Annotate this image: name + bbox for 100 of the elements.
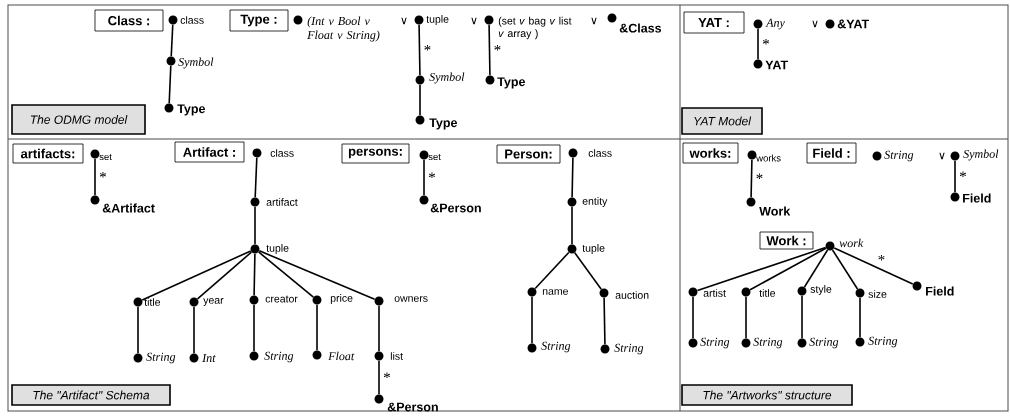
node-label: style [810, 285, 832, 295]
node-label: &Artifact [102, 203, 155, 213]
node-label: Symbol [963, 149, 999, 161]
connector-line [254, 156, 258, 199]
node-label: tuple [426, 15, 449, 25]
connector-line [168, 64, 172, 105]
node-label: work [839, 238, 864, 248]
edge-label: * [99, 172, 106, 178]
edge-label: * [878, 255, 885, 261]
node-label: set [99, 153, 112, 161]
connector-line [488, 23, 491, 77]
node-label: YAT [765, 60, 788, 70]
node-label: set [428, 153, 441, 161]
connector-line [803, 249, 829, 288]
connector-line [750, 158, 753, 199]
connector-line [692, 295, 694, 340]
caption-box: The "Artifact" Schema [11, 384, 171, 406]
connector-line [253, 303, 255, 353]
edge-label: * [959, 171, 966, 178]
connector-line [316, 303, 318, 352]
label-box: artifacts: [12, 143, 84, 164]
connector-line [531, 295, 533, 345]
connector-line [573, 252, 603, 290]
node-label: tuple [582, 244, 605, 254]
node-label: title [759, 289, 776, 297]
connector-line [745, 295, 747, 340]
label-box: Field : [806, 142, 857, 164]
edge-label: * [494, 45, 501, 51]
or-symbol: ∨ [939, 152, 945, 160]
node-label: list [390, 352, 403, 360]
node-label: (Int v Bool v Float v String) [307, 16, 380, 42]
label-box: Class : [94, 9, 164, 32]
label-box: Person: [496, 144, 561, 164]
node-label: Symbol [178, 57, 214, 69]
edge-label: * [424, 45, 431, 51]
connector-line [954, 159, 956, 194]
node-label: auction [615, 291, 649, 299]
node-label: works [756, 154, 781, 162]
connector-line [859, 296, 861, 339]
node-label: Field [926, 286, 954, 296]
connector-line [418, 23, 421, 77]
connector-line [94, 157, 96, 197]
node-label: String [614, 343, 644, 355]
connector-line [831, 249, 859, 290]
connector-line [254, 205, 256, 246]
node-label: &Class [619, 23, 662, 33]
node-label: &Person [430, 203, 481, 213]
node-label: Field [963, 193, 991, 203]
node-label: class [270, 149, 294, 157]
connector-line [603, 296, 606, 346]
connector-line [749, 247, 827, 291]
connector-line [253, 252, 256, 297]
node-label: String [884, 150, 914, 162]
node-label: title [144, 298, 161, 306]
label-box: Work : [759, 231, 814, 250]
node-label: Type [429, 118, 458, 130]
node-label: Work [759, 206, 791, 216]
node-label: &Person [387, 402, 438, 412]
node-label: name [542, 289, 568, 295]
edge-label: * [383, 372, 390, 379]
connector-line [378, 304, 380, 353]
node-label: Int [202, 354, 216, 362]
connector-line [196, 251, 253, 300]
node-label: Type [497, 77, 526, 89]
connector-line [141, 250, 252, 301]
edge-label: * [762, 39, 769, 45]
connector-line [833, 247, 914, 285]
edge-label: * [428, 172, 435, 179]
node-label: class [180, 16, 204, 24]
node-label: String [541, 341, 571, 353]
or-symbol: ∨ [591, 17, 597, 25]
node-label: (set v bag v list v array ) [498, 16, 572, 40]
connector-line [258, 250, 376, 300]
label-box: Artifact : [174, 141, 245, 163]
node-label: size [868, 290, 887, 298]
node-label: Any [765, 18, 785, 30]
caption-box: YAT Model [681, 107, 763, 135]
connector-line [419, 83, 421, 117]
connector-line [571, 205, 573, 246]
label-box: persons: [341, 143, 410, 164]
label-box: YAT : [683, 11, 745, 34]
node-label: &YAT [837, 19, 869, 29]
node-label: String [868, 336, 898, 348]
node-label: String [146, 352, 176, 364]
node-label: Float [328, 351, 355, 361]
connector-line [757, 27, 759, 61]
node-label: Symbol [429, 72, 465, 84]
node-label: tuple [266, 244, 289, 254]
connector-line [170, 23, 174, 58]
node-label: owners [394, 296, 428, 302]
label-box: works: [682, 142, 739, 164]
node-label: entity [582, 197, 608, 207]
connector-line [193, 305, 195, 355]
node-label: String [753, 337, 783, 349]
connector-line [423, 158, 425, 197]
connector-line [534, 251, 570, 290]
caption-box: The ODMG model [11, 104, 146, 135]
edge-label: * [756, 173, 763, 180]
node-label: year [203, 298, 224, 306]
connector-line [696, 246, 827, 292]
